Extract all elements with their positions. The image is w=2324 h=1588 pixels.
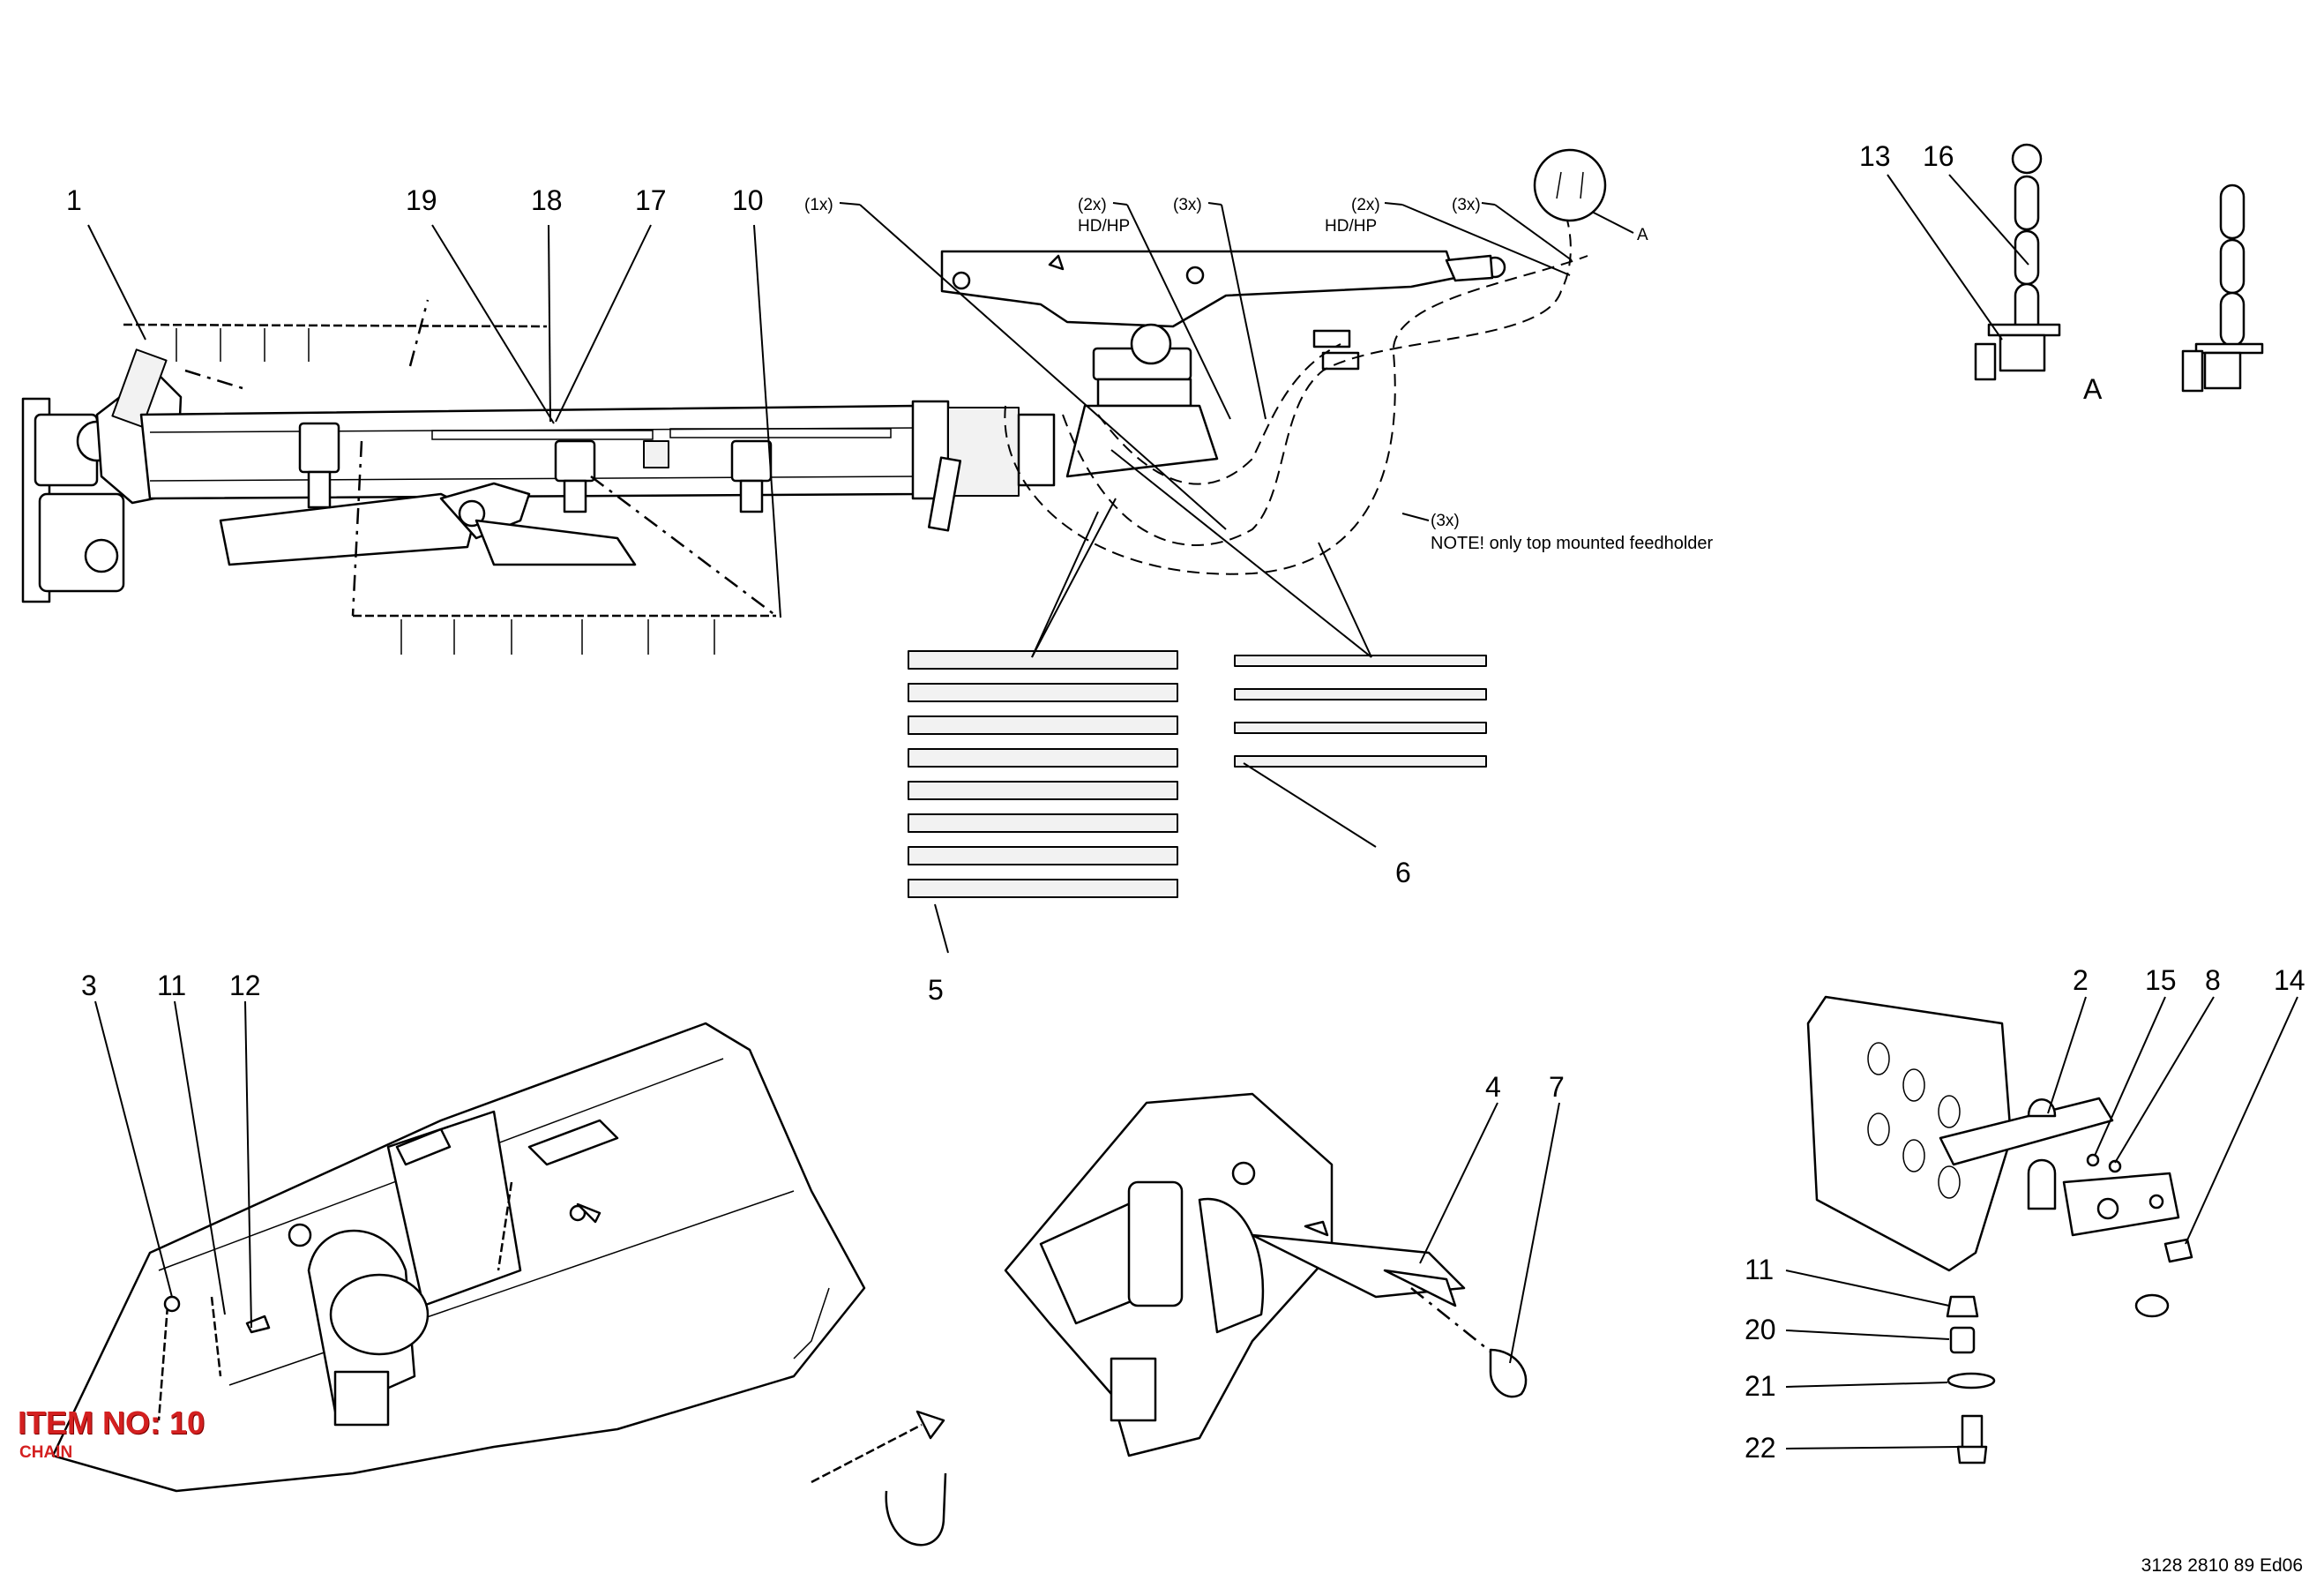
center-leaders [934,449,1377,954]
bottom-left-leaders [94,1000,252,1329]
hook-detail [811,1410,947,1547]
detail-a [1974,143,2264,393]
callout-2: 2 [2073,964,2089,996]
qty-3x-b: (3x) [1452,196,1481,214]
feed-beam-assembly [21,299,1056,655]
qty-2x-b: (2x) [1351,196,1380,214]
callout-22: 22 [1745,1432,1776,1464]
feedholder-note: NOTE! only top mounted feedholder [1431,534,1714,553]
variant-hdhp-b: HD/HP [1325,217,1377,236]
callout-13: 13 [1859,140,1891,172]
cradle-assembly [940,184,1588,575]
callout-11-right: 11 [1745,1254,1774,1285]
callout-12: 12 [229,970,261,1001]
document-number: 3128 2810 89 Ed06 [2141,1555,2303,1576]
clamp-view-leaders [1419,1102,1560,1364]
qty-3x-a: (3x) [1173,196,1202,214]
callout-10: 10 [732,184,764,216]
callout-7: 7 [1549,1071,1565,1103]
detail-a-leaders [1887,174,2029,341]
qty-2x-a: (2x) [1078,196,1107,214]
chain-mounting-view [51,1022,866,1493]
callout-1: 1 [66,184,82,216]
callout-19: 19 [406,184,437,216]
callout-21: 21 [1745,1370,1776,1402]
bracket-view [1806,995,2193,1464]
callout-14: 14 [2274,964,2305,996]
variant-hdhp-a: HD/HP [1078,217,1130,236]
top-center-leaders [839,202,1573,530]
detail-label-a: A [2083,373,2103,405]
item-number-title: ITEM NO: 10 [18,1404,205,1441]
callout-6: 6 [1395,857,1411,888]
callout-5: 5 [928,974,944,1006]
callout-18: 18 [531,184,563,216]
hose-protectors-5 [908,650,1178,898]
callout-11-left: 11 [157,970,186,1001]
qty-1x: (1x) [804,196,833,214]
hose-protectors-6 [1234,655,1487,768]
callout-8: 8 [2205,964,2221,996]
qty-3x-c: (3x) [1431,512,1460,530]
item-name: CHAIN [19,1443,73,1462]
detail-ref-a: A [1637,226,1648,244]
callout-20: 20 [1745,1314,1776,1345]
callout-4: 4 [1485,1071,1501,1103]
callout-17: 17 [635,184,667,216]
callout-3: 3 [81,970,97,1001]
callout-16: 16 [1923,140,1954,172]
callout-15: 15 [2145,964,2177,996]
clamp-view [1004,1092,1528,1457]
bracket-view-leaders [1785,996,2298,1449]
detail-a-marker [1533,148,1634,234]
top-left-leaders [87,224,781,618]
